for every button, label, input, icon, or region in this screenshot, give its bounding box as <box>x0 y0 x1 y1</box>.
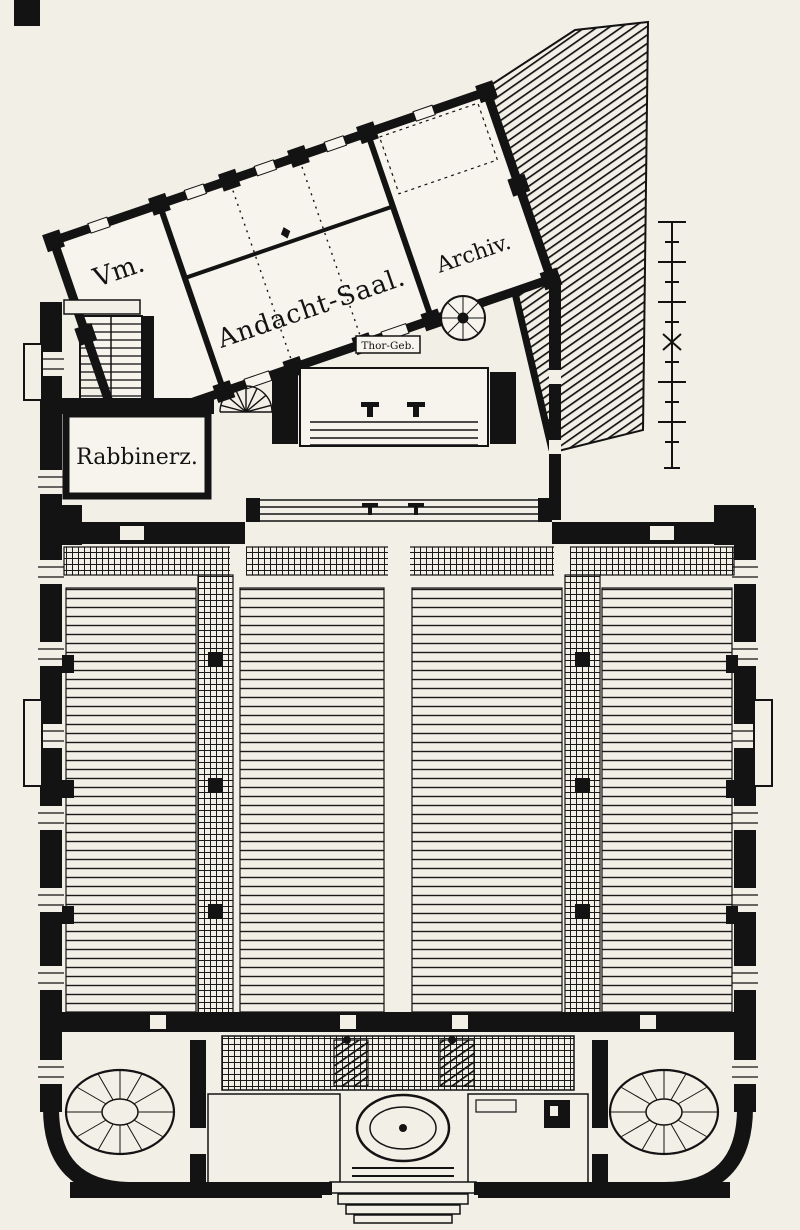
left-annex: Rabbinerz. <box>62 299 214 500</box>
aisle-strip-left <box>197 574 234 1016</box>
entrance-steps <box>320 1181 486 1224</box>
vault-mark-icon <box>280 227 291 239</box>
right-wall <box>732 508 773 1112</box>
pews-right <box>601 587 733 1013</box>
rabbinerz-label: Rabbinerz. <box>76 445 198 470</box>
pews-left <box>65 587 197 1013</box>
pews-center-right <box>411 587 563 1013</box>
main-hall <box>40 505 754 1032</box>
inner-steps <box>352 1167 454 1177</box>
wall-gap <box>549 440 561 454</box>
vestibule-tiles <box>221 1035 575 1091</box>
spiral-stair-small <box>440 295 486 341</box>
rabbinerz-room <box>62 410 212 500</box>
bima-platform <box>272 367 516 447</box>
aisle-strip-right <box>564 574 601 1016</box>
thor-geb-box: Thor-Geb. <box>355 335 421 354</box>
left-wall <box>23 302 64 1112</box>
lower-room-left <box>207 1093 341 1189</box>
entrance-oval <box>355 1093 451 1163</box>
hall-columns <box>62 652 738 924</box>
bima-steps-band <box>246 498 552 522</box>
corner-wall-fragment <box>14 0 40 26</box>
thor-geb-label: Thor-Geb. <box>361 340 414 352</box>
wall-gap <box>549 370 561 384</box>
courtyard-right-wall <box>549 285 561 520</box>
bima-columns <box>361 402 425 417</box>
left-bay <box>23 343 43 401</box>
wing-window-gaps <box>87 104 436 390</box>
left-projection <box>23 699 43 787</box>
archiv-dashed-room <box>378 102 499 195</box>
pews-center-left <box>239 587 385 1013</box>
lower-block <box>43 1035 753 1224</box>
right-projection <box>753 699 773 787</box>
scale-bar <box>658 221 686 469</box>
spiral-stair-right <box>608 1068 720 1156</box>
fan-stair <box>219 385 273 413</box>
hall-bottom-wall <box>62 1012 734 1032</box>
